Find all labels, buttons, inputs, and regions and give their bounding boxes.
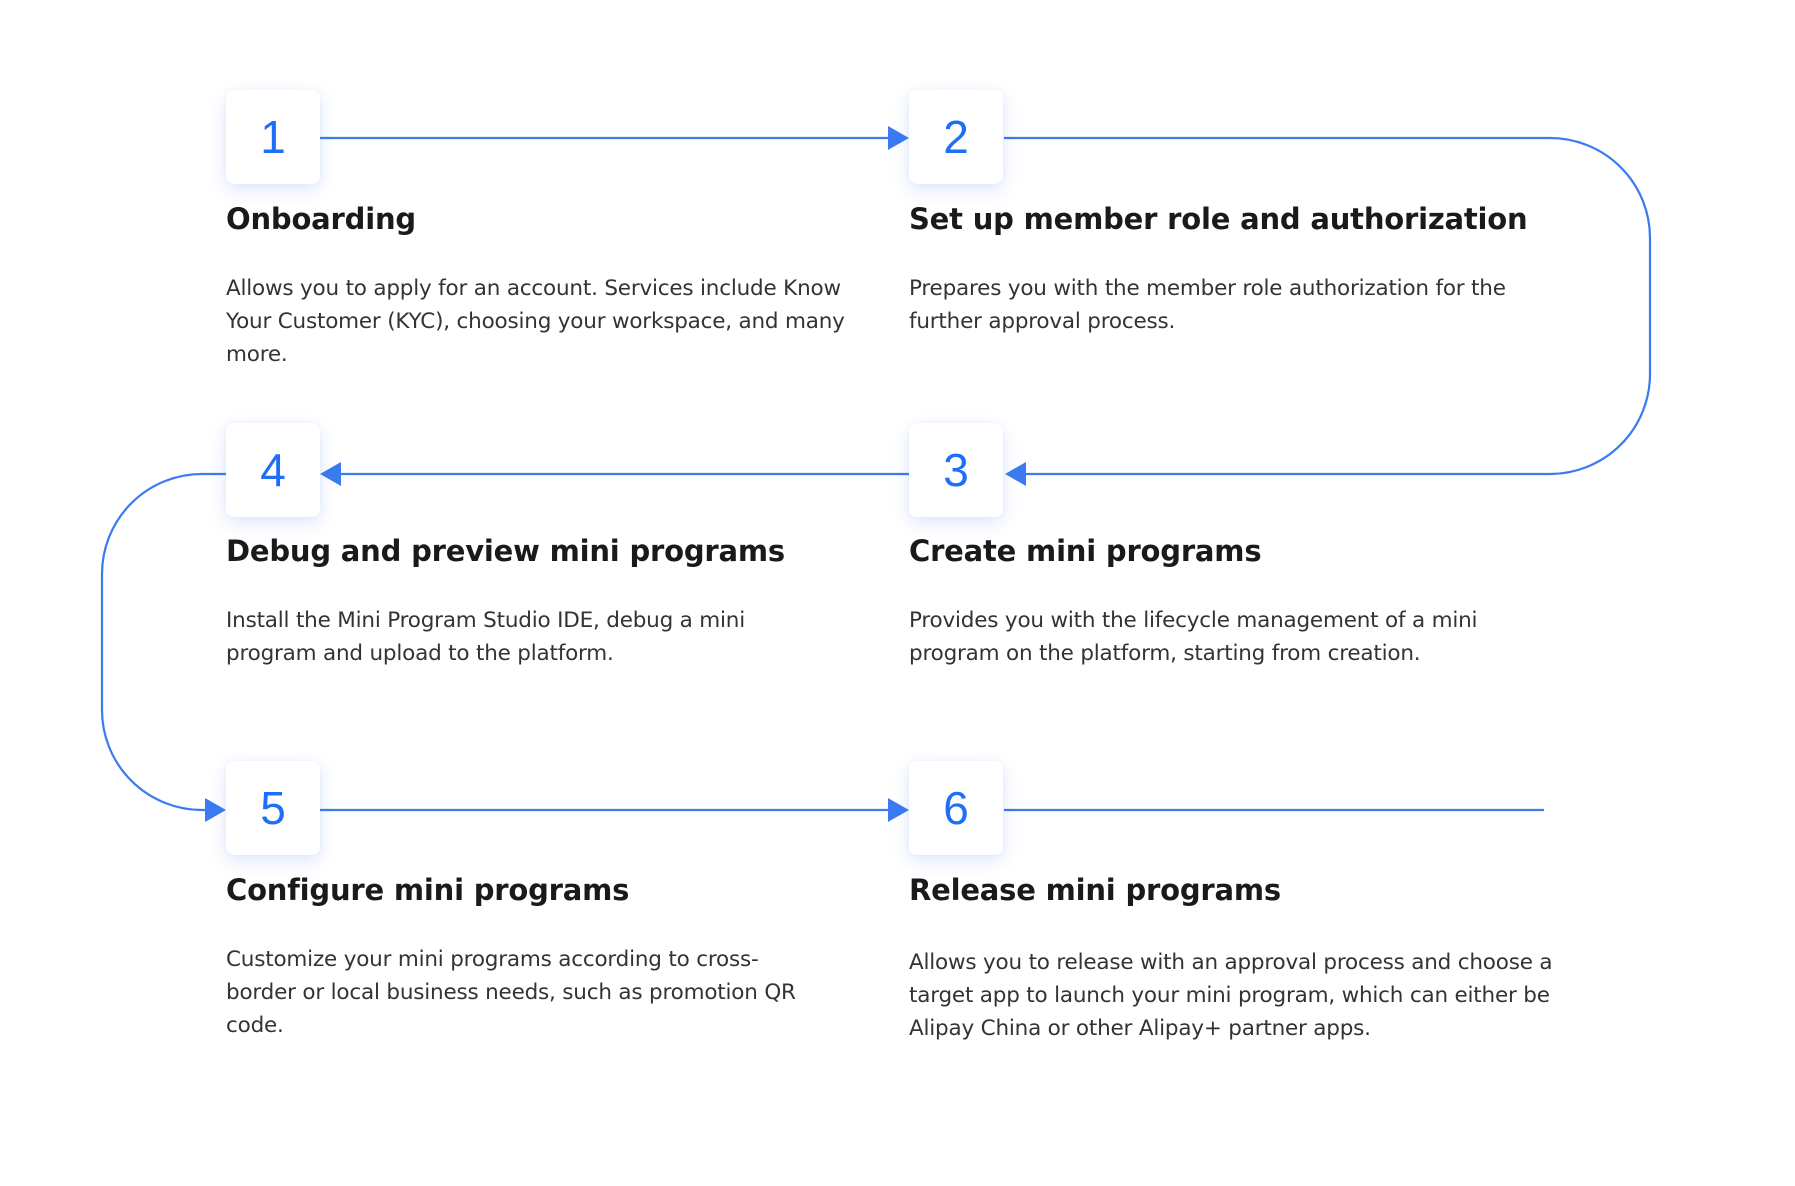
step-5-description: Customize your mini programs according t… bbox=[226, 947, 796, 1038]
step-4-number: 4 bbox=[260, 444, 286, 496]
step-4-description: Install the Mini Program Studio IDE, deb… bbox=[226, 608, 745, 666]
arrow-right-icon bbox=[888, 798, 909, 822]
step-4-badge: 4 bbox=[226, 423, 320, 517]
step-1-description: Allows you to apply for an account. Serv… bbox=[226, 276, 845, 367]
arrow-left-icon bbox=[1005, 462, 1026, 486]
step-1-badge: 1 bbox=[226, 90, 320, 184]
arrow-left-icon bbox=[320, 462, 341, 486]
step-5-title: Configure mini programs bbox=[226, 873, 630, 907]
step-2-number: 2 bbox=[943, 111, 969, 163]
step-5-number: 5 bbox=[260, 782, 286, 834]
arrow-right-icon bbox=[888, 126, 909, 150]
connector-4-5 bbox=[100, 472, 226, 812]
step-3-number: 3 bbox=[943, 444, 969, 496]
step-6-description: Allows you to release with an approval p… bbox=[909, 950, 1553, 1041]
step-5-badge: 5 bbox=[226, 761, 320, 855]
step-3-badge: 3 bbox=[909, 423, 1003, 517]
step-4-title: Debug and preview mini programs bbox=[226, 534, 785, 568]
step-3-title: Create mini programs bbox=[909, 534, 1262, 568]
step-1-number: 1 bbox=[260, 111, 286, 163]
step-2-description: Prepares you with the member role author… bbox=[909, 276, 1506, 334]
step-6-number: 6 bbox=[943, 782, 969, 834]
step-3-description: Provides you with the lifecycle manageme… bbox=[909, 608, 1478, 666]
step-2-title: Set up member role and authorization bbox=[909, 202, 1528, 236]
step-6-title: Release mini programs bbox=[909, 873, 1281, 907]
step-2-badge: 2 bbox=[909, 90, 1003, 184]
step-6-badge: 6 bbox=[909, 761, 1003, 855]
connector-2-3 bbox=[1004, 136, 1652, 476]
step-1-title: Onboarding bbox=[226, 202, 416, 236]
arrow-right-icon bbox=[205, 798, 226, 822]
